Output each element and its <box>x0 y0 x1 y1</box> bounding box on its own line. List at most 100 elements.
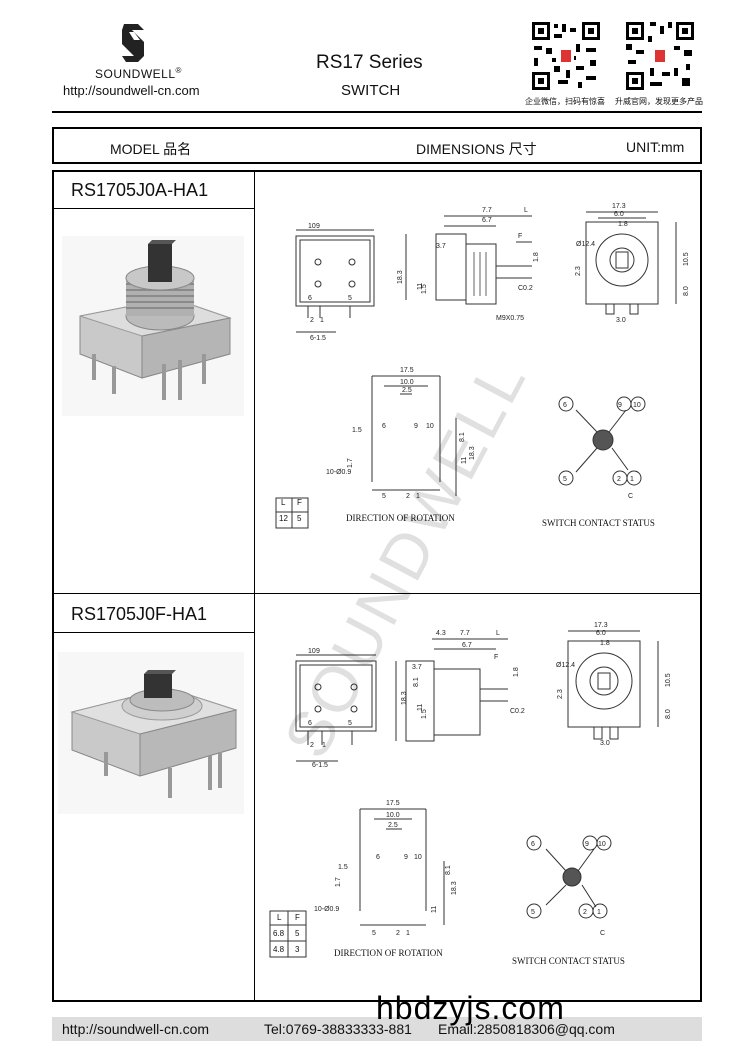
dimension-label: 3.0 <box>600 740 610 747</box>
dimension-label: 1 <box>322 742 326 749</box>
dimension-label: 10-Ø0.9 <box>326 469 351 476</box>
dimension-label: 3.0 <box>616 317 626 324</box>
site-watermark: hbdzyjs.com <box>376 990 565 1026</box>
lf-cell: 6.8 <box>273 929 285 938</box>
dimension-label: 1.8 <box>533 252 540 262</box>
contact-status-label-1: SWITCH CONTACT STATUS <box>542 518 655 528</box>
qr-code-icon <box>530 20 602 92</box>
dimension-label: M9X0.75 <box>496 315 524 322</box>
dimension-label: 1 <box>416 493 420 500</box>
footer-tel: Tel:0769-38833333-881 <box>264 1021 412 1037</box>
dimension-label: 17.3 <box>612 203 626 210</box>
model-name-1: RS1705J0A-HA1 <box>71 180 209 200</box>
lf-cell: 4.8 <box>273 945 285 954</box>
dimension-label: 10.0 <box>386 812 400 819</box>
footer-url[interactable]: http://soundwell-cn.com <box>62 1021 210 1037</box>
footer-email[interactable]: Email:2850818306@qq.com <box>438 1021 615 1037</box>
contact-status-label-2: SWITCH CONTACT STATUS <box>512 956 625 966</box>
dimension-label: 9 <box>404 854 408 861</box>
page-subtitle: SWITCH <box>341 82 401 99</box>
product-photo-1 <box>62 236 244 416</box>
logo <box>112 22 156 66</box>
dimension-label: 1.8 <box>618 221 628 228</box>
dimension-label: 1.5 <box>352 427 362 434</box>
dimension-label: 9 <box>618 402 622 409</box>
dimension-label: C0.2 <box>518 285 533 292</box>
qr-code-icon <box>624 20 696 92</box>
dimension-label: 3.7 <box>412 664 422 671</box>
dimension-label: 8.0 <box>665 709 672 719</box>
dimension-label: 9 <box>585 841 589 848</box>
dimension-label: 5 <box>348 295 352 302</box>
dimension-label: 6.0 <box>596 630 606 637</box>
dimension-label: 3.7 <box>436 243 446 250</box>
lf-header-f-2: F <box>295 913 300 922</box>
header-divider <box>52 111 702 113</box>
model-column-header: MODEL 品名 <box>110 141 192 157</box>
dimension-label: Ø12.4 <box>576 241 595 248</box>
dimension-label: 2 <box>310 742 314 749</box>
model-name-2: RS1705J0F-HA1 <box>71 604 208 624</box>
qr-caption-wechat: 企业微信，扫码有惊喜 <box>525 97 605 106</box>
dimension-label: 6-1.5 <box>312 762 328 769</box>
dimension-label: 10 <box>598 841 606 848</box>
dimension-label: 17.5 <box>386 800 400 807</box>
dimension-label: 8.1 <box>445 865 452 875</box>
registered-mark: ® <box>175 66 182 75</box>
dimension-label: 1.5 <box>421 284 428 294</box>
dimension-label: C <box>628 493 633 500</box>
dimension-label: 18.3 <box>397 270 404 284</box>
dimension-label: 10 <box>414 854 422 861</box>
dimension-label: 9 <box>414 423 418 430</box>
dimension-label: 10.5 <box>665 673 672 687</box>
brand-name: SOUNDWELL® <box>95 66 182 81</box>
dimension-label: 1.8 <box>600 640 610 647</box>
header-url[interactable]: http://soundwell-cn.com <box>63 83 200 98</box>
unit-label: UNIT:mm <box>626 139 685 155</box>
dimension-label: 2.5 <box>402 387 412 394</box>
rotation-label-2: DIRECTION OF ROTATION <box>334 948 443 958</box>
dimension-label: 10 <box>308 223 316 230</box>
dimension-label: 1 <box>597 909 601 916</box>
dimension-label: L <box>496 630 500 637</box>
lf-header-f-1: F <box>297 498 302 507</box>
qr-code-website <box>624 20 696 92</box>
dimension-label: 7.7 <box>482 207 492 214</box>
dimensions-column-header: DIMENSIONS 尺寸 <box>416 141 537 157</box>
dimension-label: 11 <box>431 906 438 913</box>
dimension-label: 10.5 <box>683 252 690 266</box>
rotary-switch-image <box>62 236 244 416</box>
dimension-label: 8.1 <box>459 432 466 442</box>
lf-cell: 12 <box>279 514 288 523</box>
dimension-label: F <box>494 654 498 661</box>
dimension-label: 2 <box>310 317 314 324</box>
dimension-label: 5 <box>382 493 386 500</box>
dimension-label: 6.0 <box>614 211 624 218</box>
dimension-label: 8.0 <box>683 286 690 296</box>
qr-caption-website: 升威官网，发现更多产品 <box>615 97 703 106</box>
row-divider <box>53 593 701 594</box>
dimension-label: 8.1 <box>413 677 420 687</box>
dimension-label: 6 <box>531 841 535 848</box>
dimension-label: 11 <box>417 704 424 711</box>
dimension-label: 10 <box>633 402 641 409</box>
lf-cell: 3 <box>295 945 300 954</box>
column-divider <box>254 171 255 1001</box>
dimension-label: 1.8 <box>513 667 520 677</box>
dimension-label: 1.5 <box>338 864 348 871</box>
dimension-label: 9 <box>316 648 320 655</box>
lf-header-l-2: L <box>277 913 282 922</box>
dimension-label: 18.3 <box>469 446 476 460</box>
dimension-label: 4.3 <box>436 630 446 637</box>
dimension-label: 6-1.5 <box>310 335 326 342</box>
dimension-label: F <box>518 233 522 240</box>
dimension-label: 1 <box>630 476 634 483</box>
dimension-label: 2.3 <box>557 689 564 699</box>
dimension-label: 1 <box>320 317 324 324</box>
dimension-label: 5 <box>531 909 535 916</box>
rotation-label-1: DIRECTION OF ROTATION <box>346 513 455 523</box>
dimension-label: 10.0 <box>400 379 414 386</box>
dimension-label: L <box>524 207 528 214</box>
